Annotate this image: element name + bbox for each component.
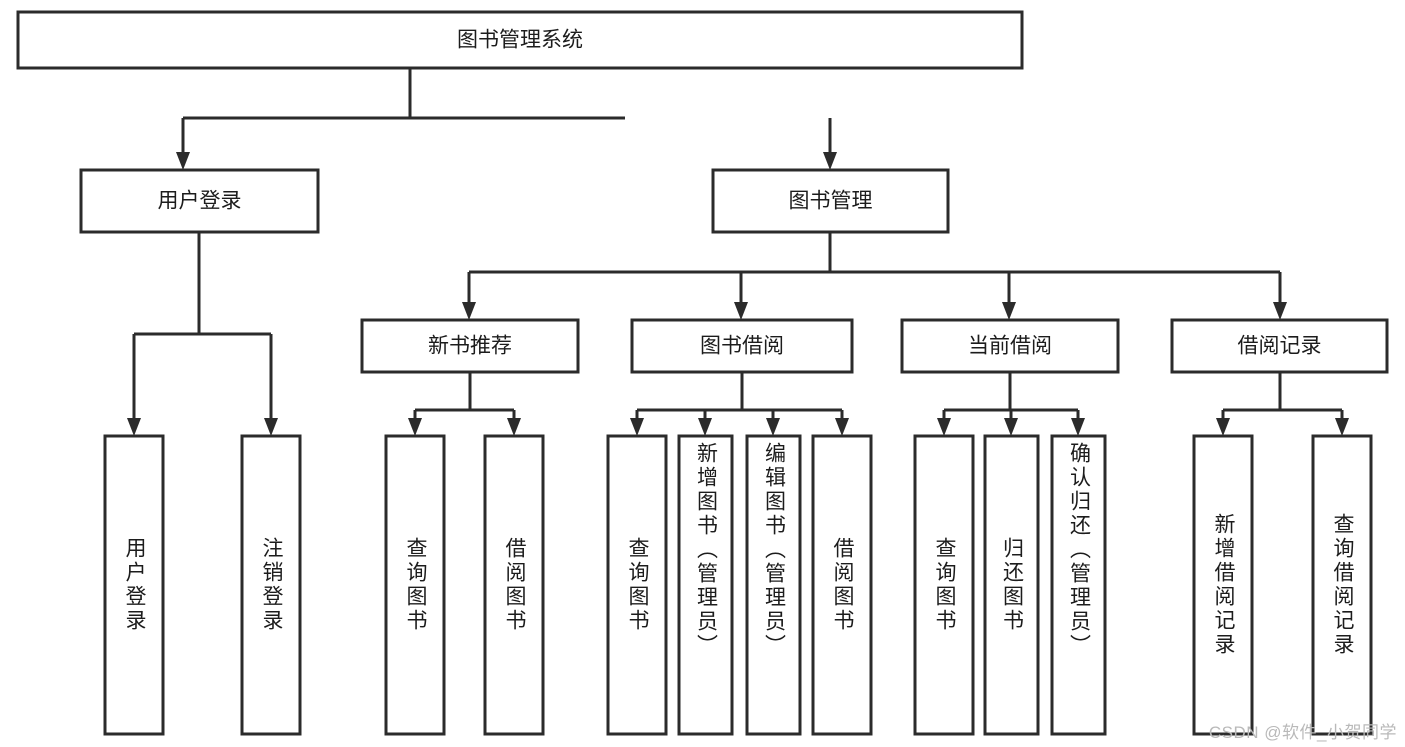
node-new-book-recommend-box[interactable]	[360, 318, 580, 374]
node-new-book-recommend-label: 新书推荐	[428, 335, 512, 358]
node-root-box[interactable]	[16, 10, 1024, 70]
arrowhead-borrow-record	[1273, 302, 1287, 320]
leaf-box-current-borrow-2[interactable]	[983, 434, 1040, 736]
arrowhead-leaf-book-borrow-2	[698, 418, 712, 436]
arrowhead-leaf-book-borrow-3	[766, 418, 780, 436]
leaf-box-book-borrow-3[interactable]	[745, 434, 802, 736]
node-user-login[interactable]: 用户登录	[79, 168, 320, 234]
csdn-watermark: CSDN @软件_小贺同学	[1208, 723, 1397, 742]
arrowhead-book-borrow	[734, 302, 748, 320]
leaf-box-user-login-1[interactable]	[103, 434, 165, 736]
node-user-login-label: 用户登录	[158, 190, 242, 213]
node-book-management[interactable]: 图书管理	[711, 168, 950, 234]
arrowhead-leaf-book-borrow-4	[835, 418, 849, 436]
arrowhead-leaf-user-login-2	[264, 418, 278, 436]
node-book-management-label: 图书管理	[789, 190, 873, 213]
node-book-borrow-label: 图书借阅	[700, 335, 784, 358]
node-current-borrow-box[interactable]	[900, 318, 1120, 374]
leaf-box-borrow-record-2[interactable]	[1311, 434, 1373, 736]
arrowhead-leaf-new-book-1	[408, 418, 422, 436]
connector-group-borrow-record	[1216, 372, 1349, 436]
node-book-borrow[interactable]: 图书借阅	[630, 318, 854, 374]
arrowhead-leaf-current-borrow-3	[1071, 418, 1085, 436]
node-borrow-record[interactable]: 借阅记录	[1170, 318, 1389, 374]
node-root-system[interactable]: 图书管理系统	[16, 10, 1024, 70]
leaf-box-current-borrow-3[interactable]	[1050, 434, 1107, 736]
leaf-box-book-borrow-1[interactable]	[606, 434, 668, 736]
node-new-book-recommend[interactable]: 新书推荐	[360, 318, 580, 374]
arrowhead-leaf-current-borrow-1	[937, 418, 951, 436]
arrowhead-current-borrow	[1002, 302, 1016, 320]
node-borrow-record-label: 借阅记录	[1238, 335, 1322, 358]
arrowhead-user-login	[176, 152, 190, 170]
arrowhead-new-book	[462, 302, 476, 320]
connector-group-root	[176, 68, 837, 170]
arrowhead-leaf-new-book-2	[507, 418, 521, 436]
connector-group-user-login	[127, 232, 278, 436]
leaf-box-borrow-record-1[interactable]	[1192, 434, 1254, 736]
leaf-box-current-borrow-1[interactable]	[913, 434, 975, 736]
leaf-box-user-login-2[interactable]	[240, 434, 302, 736]
leaf-box-new-book-1[interactable]	[384, 434, 446, 736]
connector-group-book-management	[462, 232, 1287, 320]
arrowhead-leaf-user-login-1	[127, 418, 141, 436]
node-current-borrow-label: 当前借阅	[968, 335, 1052, 358]
node-user-login-box[interactable]	[79, 168, 320, 234]
connector-group-book-borrow	[630, 372, 849, 436]
arrowhead-leaf-book-borrow-1	[630, 418, 644, 436]
node-current-borrow[interactable]: 当前借阅	[900, 318, 1120, 374]
leaf-box-book-borrow-2[interactable]	[677, 434, 734, 736]
leaf-box-book-borrow-4[interactable]	[811, 434, 873, 736]
connector-group-new-book-recommend	[408, 372, 521, 436]
arrowhead-leaf-borrow-record-1	[1216, 418, 1230, 436]
leaf-box-new-book-2[interactable]	[483, 434, 545, 736]
connector-group-current-borrow	[937, 372, 1085, 436]
arrowhead-leaf-borrow-record-2	[1335, 418, 1349, 436]
arrowhead-book-mgmt	[823, 152, 837, 170]
node-root-label: 图书管理系统	[457, 29, 583, 52]
arrowhead-leaf-current-borrow-2	[1004, 418, 1018, 436]
node-borrow-record-box[interactable]	[1170, 318, 1389, 374]
node-book-borrow-box[interactable]	[630, 318, 854, 374]
